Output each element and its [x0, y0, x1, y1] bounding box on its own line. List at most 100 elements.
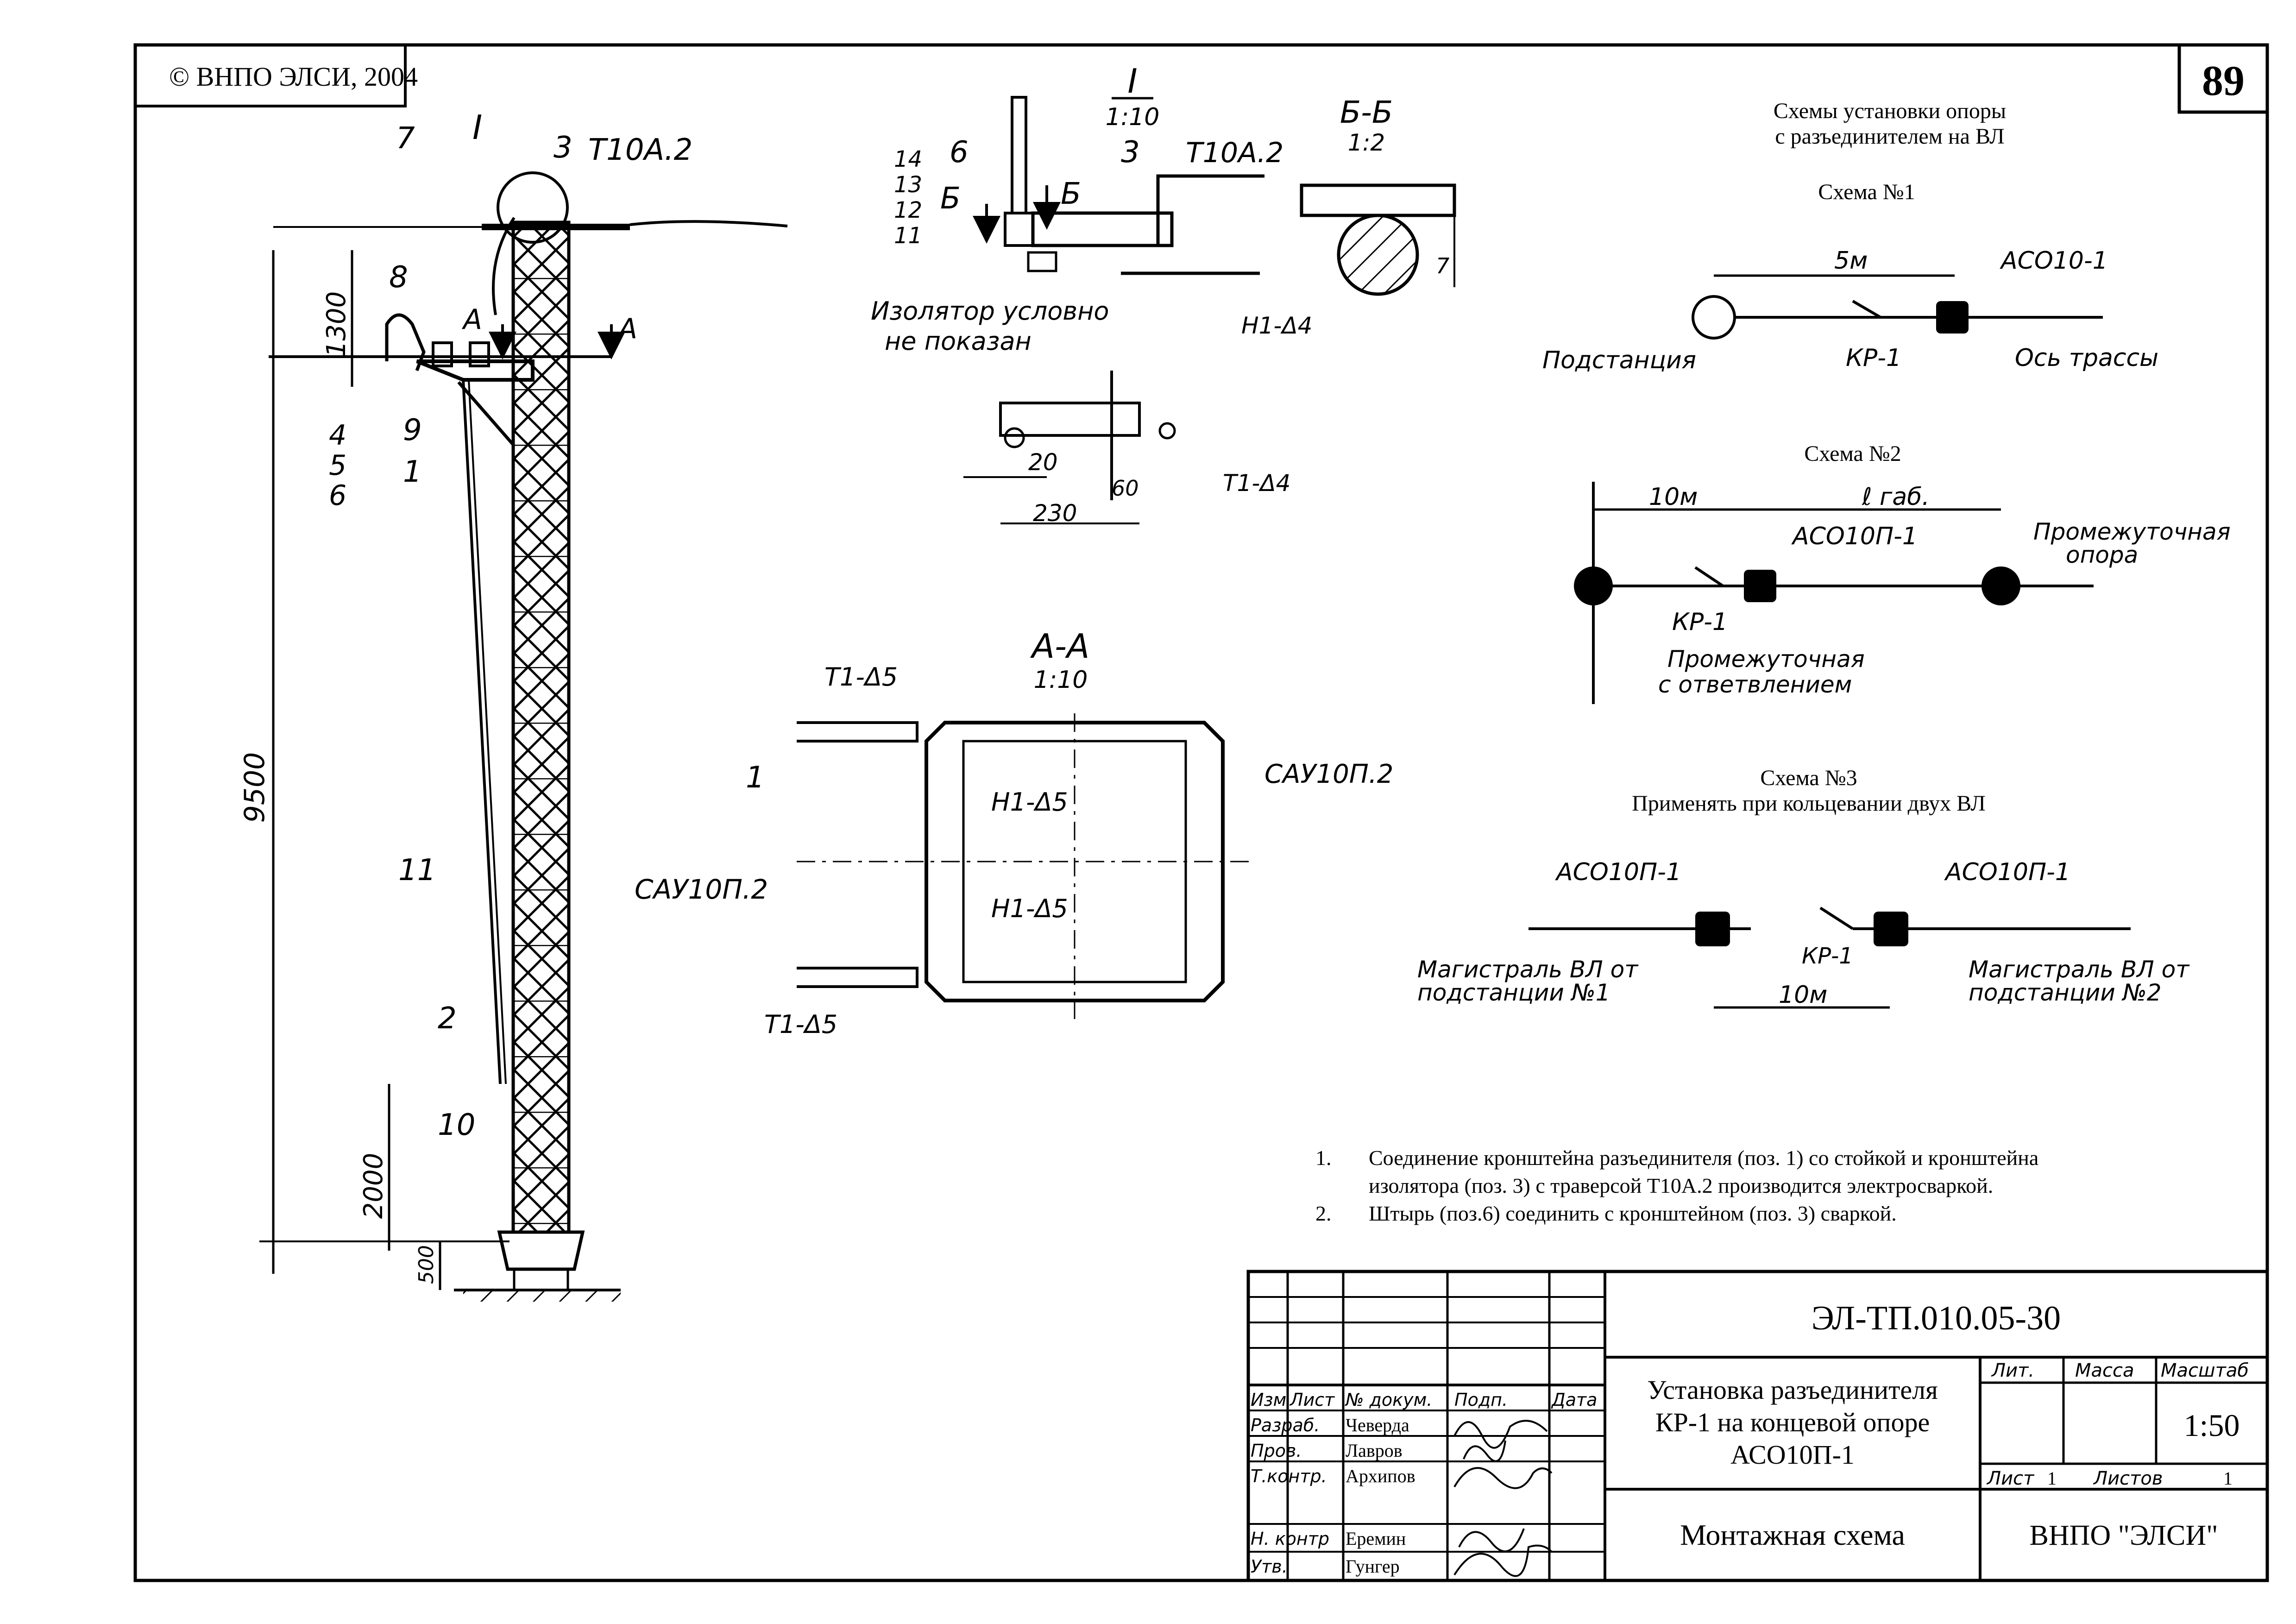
tb-role-3: Т.контр.	[1251, 1466, 1327, 1486]
scheme3-switch-label: КР-1	[1802, 943, 1853, 969]
sheet-number: 89	[2202, 57, 2245, 104]
tb-name-3: Архипов	[1346, 1466, 1415, 1486]
drawing-title-l3: АСО10П-1	[1730, 1440, 1855, 1470]
tb-scale-label: Масштаб	[2161, 1360, 2249, 1381]
callout-a-left: А	[461, 303, 482, 336]
callout-11: 11	[398, 853, 436, 888]
tower-foot	[497, 1230, 585, 1271]
tb-sheets-value: 1	[2223, 1468, 2233, 1489]
view-I-label-14: 14	[894, 146, 922, 172]
tower-lattice	[511, 220, 571, 1234]
note-2-number: 2.	[1315, 1202, 1332, 1225]
organization: ВНПО "ЭЛСИ"	[2030, 1520, 2218, 1551]
note-1-line1: Соединение кронштейна разъединителя (поз…	[1369, 1146, 2038, 1170]
view-I-label-b2: Б	[1061, 177, 1081, 211]
schemes-title-line1: Схемы установки опоры	[1774, 99, 2006, 123]
scheme3-device-left-symbol	[1695, 912, 1730, 946]
scheme3-left-l1: Магистраль ВЛ от	[1417, 956, 1639, 983]
view-I-title: I	[1127, 62, 1137, 101]
insulator-detail-circle	[497, 171, 569, 244]
drawing-title-l2: КР-1 на концевой опоре	[1655, 1407, 1930, 1437]
document-type: Монтажная схема	[1680, 1518, 1905, 1551]
document-code: ЭЛ-ТП.010.05-30	[1812, 1299, 2061, 1337]
schemes-title-line2: с разъединителем на ВЛ	[1775, 124, 2004, 149]
dim-230: 230	[1033, 500, 1077, 527]
dim-9500: 9500	[239, 752, 271, 823]
scheme1-substation-symbol	[1692, 295, 1736, 340]
scheme2-left-l1: Промежуточная	[1667, 646, 1865, 673]
scheme3-left-l2: подстанции №1	[1417, 979, 1610, 1006]
view-I-label-12: 12	[894, 197, 922, 223]
drawing-title-l1: Установка разъединителя	[1647, 1375, 1938, 1405]
callout-4: 4	[329, 419, 346, 452]
view-bb-scale: 1:2	[1348, 129, 1385, 156]
view-I-label-13: 13	[894, 172, 922, 198]
scheme1-axis: Ось трассы	[2015, 344, 2158, 372]
view-bb-plate	[1300, 183, 1456, 217]
view-I-note-line2: не показан	[885, 327, 1032, 356]
view-aa-label-t1-d5-top: Т1-Δ5	[824, 662, 898, 692]
callout-I: I	[472, 108, 482, 147]
scheme2-device: АСО10П-1	[1791, 522, 1918, 550]
signature-1	[1453, 1420, 1548, 1449]
installation-schemes: Схемы установки опоры с разъединителем н…	[1417, 99, 2231, 1009]
scheme3-right-l2: подстанции №2	[1969, 979, 2162, 1006]
callout-10: 10	[438, 1108, 475, 1142]
view-aa-title: А-А	[1030, 627, 1090, 666]
scheme1-switch-label: КР-1	[1846, 344, 1901, 372]
callout-8: 8	[389, 260, 408, 295]
scheme1-device-symbol	[1936, 301, 1969, 334]
tb-lit-label: Лит.	[1991, 1360, 2034, 1381]
scheme1-switch	[1852, 300, 1881, 319]
scheme2-device-symbol	[1744, 570, 1776, 602]
scheme3-right-l1: Магистраль ВЛ от	[1969, 956, 2190, 983]
scheme3-device-right-symbol	[1874, 912, 1908, 946]
dim-1300: 1300	[321, 291, 352, 358]
signature-2	[1463, 1440, 1506, 1462]
signature-5	[1453, 1544, 1553, 1577]
drive-rod-2	[468, 379, 507, 1084]
scheme2-right-pole	[1981, 567, 2020, 605]
detail-view-I: I 1:10 14 13 12 11 6 Б Б 3 Т10А.2 Изолят…	[871, 62, 1312, 527]
tb-name-1: Чеверда	[1346, 1415, 1409, 1435]
tb-role-1: Разраб.	[1251, 1415, 1320, 1435]
view-I-label-6: 6	[950, 135, 969, 170]
scheme3-title: Схема №3	[1760, 766, 1857, 790]
scheme3-device-left: АСО10П-1	[1555, 858, 1681, 886]
weld-n1-d4: Н1-Δ4	[1241, 312, 1312, 339]
scheme3-device-right: АСО10П-1	[1944, 858, 2070, 886]
tb-role-5: Утв.	[1251, 1556, 1288, 1577]
view-I-label-3: 3	[1121, 135, 1140, 170]
view-bb-pin	[1337, 214, 1419, 296]
tb-name-2: Лавров	[1346, 1440, 1403, 1461]
view-aa-label-1: 1	[746, 761, 765, 795]
view-I-lower-plate	[999, 371, 1141, 500]
scheme1-dist: 5м	[1834, 247, 1868, 275]
jumper-wire	[492, 217, 516, 315]
callout-9: 9	[403, 413, 422, 447]
tb-hdr-date: Дата	[1551, 1390, 1597, 1410]
scheme2-title: Схема №2	[1804, 441, 1901, 466]
tb-name-5: Гунгер	[1346, 1556, 1400, 1577]
ground-hatch	[463, 1290, 621, 1302]
note-1-line2: изолятора (поз. 3) с траверсой Т10А.2 пр…	[1369, 1174, 1993, 1197]
view-bb-title: Б-Б	[1340, 94, 1393, 130]
note-1-number: 1.	[1315, 1146, 1332, 1170]
bracket-plate	[1031, 211, 1174, 247]
callout-7: 7	[396, 121, 415, 156]
callout-2: 2	[438, 1001, 457, 1036]
tb-hdr-list: Лист	[1289, 1390, 1335, 1410]
view-aa-frame	[925, 721, 1225, 1002]
scheme1-device: АСО10-1	[2000, 247, 2108, 275]
crossarm-profile	[1121, 174, 1264, 275]
view-I-label-11: 11	[894, 223, 922, 249]
view-I-scale: 1:10	[1106, 103, 1160, 131]
nut	[1027, 251, 1057, 272]
scheme2-left-l2: с ответвлением	[1658, 671, 1852, 698]
switch-insulator-1	[432, 341, 453, 367]
tb-role-4: Н. контр	[1251, 1529, 1329, 1549]
tb-sheet-label: Лист	[1986, 1468, 2035, 1489]
tb-sheet-value: 1	[2047, 1468, 2057, 1489]
dim-2000: 2000	[359, 1153, 389, 1219]
scheme2-dist: 10м	[1649, 483, 1698, 511]
